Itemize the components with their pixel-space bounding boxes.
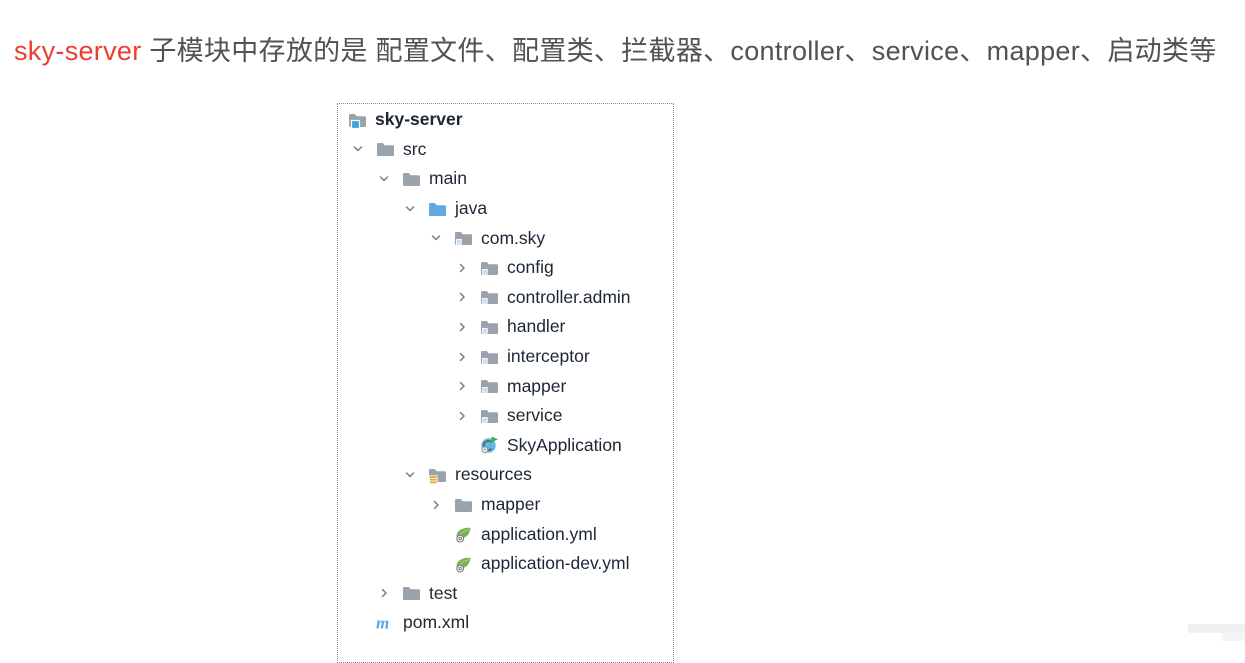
tree-item-label: controller.admin bbox=[507, 286, 631, 307]
folder-icon bbox=[454, 496, 473, 514]
package-icon bbox=[480, 318, 499, 336]
tree-item-controller-admin[interactable]: controller.admin bbox=[348, 283, 673, 313]
tree-item-sky-server[interactable]: sky-server bbox=[348, 105, 673, 135]
title-highlight: sky-server bbox=[14, 36, 142, 66]
tree-item-label: application.yml bbox=[481, 523, 597, 544]
chevron-right-icon[interactable] bbox=[430, 499, 454, 511]
tree-item-label: main bbox=[429, 168, 467, 189]
module-icon bbox=[348, 111, 367, 129]
tree-item-label: test bbox=[429, 582, 458, 603]
watermark bbox=[1222, 633, 1245, 641]
tree-item-pom-xml[interactable]: m pom.xml bbox=[348, 608, 673, 638]
tree-item-config[interactable]: config bbox=[348, 253, 673, 283]
tree-item-label: pom.xml bbox=[403, 612, 470, 633]
tree-item-service[interactable]: service bbox=[348, 401, 673, 431]
resources-folder-icon bbox=[428, 466, 447, 484]
tree-item-resources[interactable]: resources bbox=[348, 460, 673, 490]
class-run-icon bbox=[480, 436, 499, 454]
chevron-right-icon[interactable] bbox=[378, 587, 402, 599]
chevron-down-icon[interactable] bbox=[430, 232, 454, 244]
package-icon bbox=[480, 288, 499, 306]
source-folder-icon bbox=[428, 200, 447, 218]
tree-item-label: config bbox=[507, 257, 554, 278]
tree-item-label: resources bbox=[455, 464, 532, 485]
tree-item-application-dev-yml[interactable]: application-dev.yml bbox=[348, 549, 673, 579]
title-rest: 子模块中存放的是 配置文件、配置类、拦截器、controller、service… bbox=[141, 36, 1217, 66]
svg-text:m: m bbox=[376, 614, 389, 632]
tree-item-java[interactable]: java bbox=[348, 194, 673, 224]
package-icon bbox=[480, 407, 499, 425]
tree-item-handler[interactable]: handler bbox=[348, 312, 673, 342]
tree-item-label: service bbox=[507, 405, 563, 426]
tree-item-mapper[interactable]: mapper bbox=[348, 490, 673, 520]
tree-item-skyapplication[interactable]: SkyApplication bbox=[348, 431, 673, 461]
watermark bbox=[1188, 624, 1245, 633]
chevron-right-icon[interactable] bbox=[456, 410, 480, 422]
tree-item-main[interactable]: main bbox=[348, 164, 673, 194]
tree-item-interceptor[interactable]: interceptor bbox=[348, 342, 673, 372]
page-title: sky-server 子模块中存放的是 配置文件、配置类、拦截器、control… bbox=[14, 34, 1217, 68]
tree-item-label: mapper bbox=[481, 494, 541, 515]
folder-icon bbox=[402, 584, 421, 602]
tree-item-label: handler bbox=[507, 316, 566, 337]
tree-item-label: mapper bbox=[507, 375, 567, 396]
tree-item-test[interactable]: test bbox=[348, 579, 673, 609]
tree-item-label: SkyApplication bbox=[507, 434, 622, 455]
chevron-down-icon[interactable] bbox=[404, 203, 428, 215]
folder-icon bbox=[376, 140, 395, 158]
chevron-right-icon[interactable] bbox=[456, 351, 480, 363]
chevron-right-icon[interactable] bbox=[456, 262, 480, 274]
tree-item-application-yml[interactable]: application.yml bbox=[348, 519, 673, 549]
tree-item-src[interactable]: src bbox=[348, 135, 673, 165]
package-icon bbox=[480, 348, 499, 366]
package-icon bbox=[454, 229, 473, 247]
folder-icon bbox=[402, 170, 421, 188]
package-icon bbox=[480, 259, 499, 277]
chevron-down-icon[interactable] bbox=[378, 173, 402, 185]
tree-item-mapper[interactable]: mapper bbox=[348, 371, 673, 401]
chevron-right-icon[interactable] bbox=[456, 321, 480, 333]
maven-icon: m bbox=[376, 614, 395, 632]
tree-item-label: sky-server bbox=[375, 109, 463, 130]
tree-item-label: interceptor bbox=[507, 346, 590, 367]
tree-item-com-sky[interactable]: com.sky bbox=[348, 223, 673, 253]
chevron-down-icon[interactable] bbox=[352, 143, 376, 155]
chevron-right-icon[interactable] bbox=[456, 380, 480, 392]
chevron-right-icon[interactable] bbox=[456, 291, 480, 303]
spring-config-icon bbox=[454, 525, 473, 543]
tree-item-label: java bbox=[455, 198, 488, 219]
spring-config-icon bbox=[454, 555, 473, 573]
package-icon bbox=[480, 377, 499, 395]
tree-item-label: com.sky bbox=[481, 227, 546, 248]
chevron-down-icon[interactable] bbox=[404, 469, 428, 481]
tree-item-label: src bbox=[403, 138, 427, 159]
tree-item-label: application-dev.yml bbox=[481, 553, 630, 574]
